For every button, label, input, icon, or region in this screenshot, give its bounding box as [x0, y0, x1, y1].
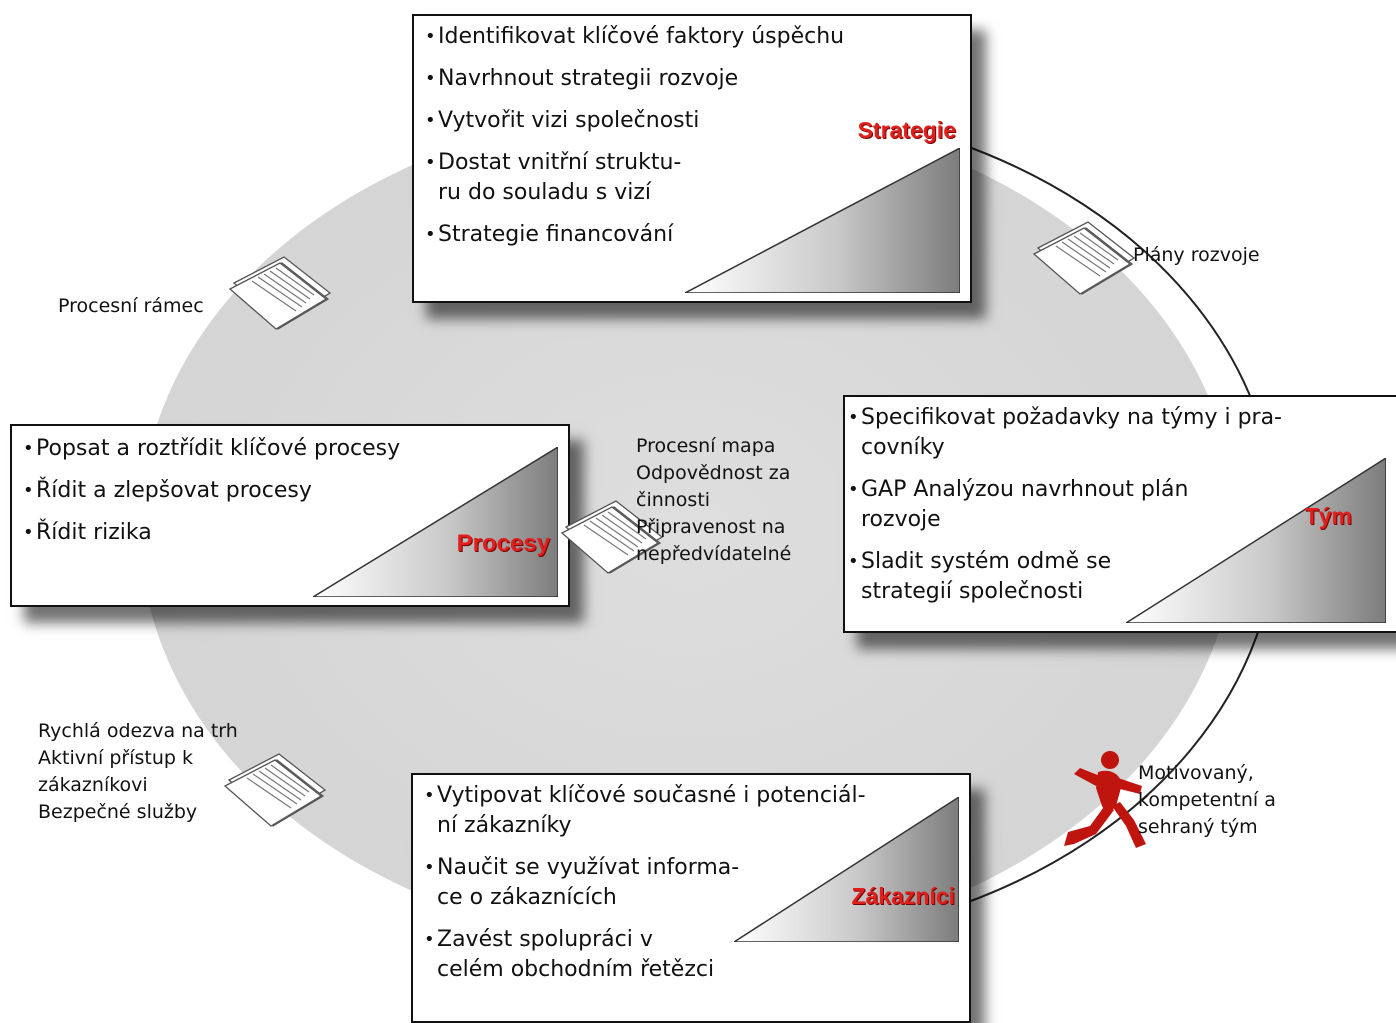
bullet-line: Specifikovat požadavky na týmy i pra-	[861, 405, 1282, 430]
bullet-line: ru do souladu s vizí	[438, 180, 652, 205]
bullet-line: Řídit a zlepšovat procesy	[36, 478, 312, 503]
bullet-item: Zavést spolupráci v celém obchodním řetěz…	[424, 925, 866, 985]
text-line: Procesní mapa	[636, 435, 776, 457]
bullet-line: Řídit rizika	[36, 520, 152, 545]
bullet-line: rozvoje	[861, 507, 941, 532]
procesy-triangle	[313, 447, 558, 597]
bullet-line: ní zákazníky	[437, 813, 572, 838]
bullet-line: covníky	[861, 435, 945, 460]
bullet-item: Vytvořit vizi společnosti	[425, 106, 844, 136]
text-line: kompetentní a	[1138, 789, 1276, 811]
text-line: Plány rozvoje	[1133, 244, 1260, 266]
procesni-ramec-text: Procesní rámec	[58, 293, 204, 320]
bullet-item: Vytipovat klíčové současné i potenciál-n…	[424, 781, 866, 841]
zakaznici-box: Zákazníci Vytipovat klíčové současné i p…	[411, 773, 971, 1023]
bullet-line: Vytipovat klíčové současné i potenciál-	[437, 783, 866, 808]
strategie-label: Strategie	[857, 117, 956, 143]
bullet-line: Popsat a roztřídit klíčové procesy	[36, 436, 401, 461]
bullet-line: Strategie financování	[438, 222, 674, 247]
bullet-line: Navrhnout strategii rozvoje	[438, 66, 739, 91]
bullet-line: Naučit se využívat informa-	[437, 855, 740, 880]
tym-list: Specifikovat požadavky na týmy i pra-cov…	[848, 403, 1282, 619]
bullet-item: Specifikovat požadavky na týmy i pra-cov…	[848, 403, 1282, 463]
text-line: Motivovaný,	[1138, 762, 1254, 784]
procesy-box: Procesy Popsat a roztřídit klíčové proce…	[10, 424, 570, 607]
text-line: Připravenost na	[636, 516, 786, 538]
tym-box: Tým Specifikovat požadavky na týmy i pra…	[843, 395, 1396, 633]
bullet-item: GAP Analýzou navrhnout plán rozvoje	[848, 475, 1282, 535]
zakaznici-list: Vytipovat klíčové současné i potenciál-n…	[424, 781, 866, 997]
bullet-item: Naučit se využívat informa-ce o zákazníc…	[424, 853, 866, 913]
bullet-line: Identifikovat klíčové faktory úspěchu	[438, 24, 845, 49]
bullet-item: Dostat vnitřní struktu-ru do souladu s v…	[425, 148, 844, 208]
document-stack-icon	[1030, 218, 1142, 302]
strategie-box: Strategie Identifikovat klíčové faktory …	[412, 14, 972, 303]
running-man-icon	[1050, 748, 1160, 862]
bullet-line: ce o zákaznících	[437, 885, 617, 910]
bullet-line: Dostat vnitřní struktu-	[438, 150, 682, 175]
procesy-list: Popsat a roztřídit klíčové procesyŘídit …	[23, 434, 400, 560]
motivovany-tym-text: Motivovaný, kompetentní a sehraný tým	[1138, 760, 1276, 841]
bullet-line: celém obchodním řetězci	[437, 957, 715, 982]
bullet-line: strategií společnosti	[861, 579, 1084, 604]
procesy-label: Procesy	[456, 530, 550, 557]
text-line: Procesní rámec	[58, 295, 204, 317]
text-line: zákazníkovi	[38, 774, 148, 796]
plany-rozvoje-text: Plány rozvoje	[1133, 242, 1260, 269]
text-line: sehraný tým	[1138, 816, 1258, 838]
text-line: Bezpečné služby	[38, 801, 198, 823]
bullet-item: Řídit a zlepšovat procesy	[23, 476, 400, 506]
zakaznici-label: Zákazníci	[851, 883, 955, 909]
bullet-line: GAP Analýzou navrhnout plán	[861, 477, 1189, 502]
bullet-item: Identifikovat klíčové faktory úspěchu	[425, 22, 844, 52]
document-stack-icon	[226, 253, 338, 337]
bullet-line: Vytvořit vizi společnosti	[438, 108, 700, 133]
text-line: Rychlá odezva na trh	[38, 720, 238, 742]
bullet-item: Řídit rizika	[23, 518, 400, 548]
bullet-item: Strategie financování	[425, 220, 844, 250]
text-line: nepředvídatelné	[636, 543, 792, 565]
strategie-list: Identifikovat klíčové faktory úspěchuNav…	[425, 22, 844, 262]
bullet-item: Navrhnout strategii rozvoje	[425, 64, 844, 94]
bullet-item: Sladit systém odmě se strategií společnos…	[848, 547, 1282, 607]
bullet-line: Zavést spolupráci v	[437, 927, 653, 952]
text-line: Odpovědnost za	[636, 462, 791, 484]
bullet-line: Sladit systém odmě se	[861, 549, 1112, 574]
tym-label: Tým	[1304, 503, 1352, 529]
text-line: činnosti	[636, 489, 711, 511]
bullet-item: Popsat a roztřídit klíčové procesy	[23, 434, 400, 464]
text-line: Aktivní přístup k	[38, 747, 193, 769]
